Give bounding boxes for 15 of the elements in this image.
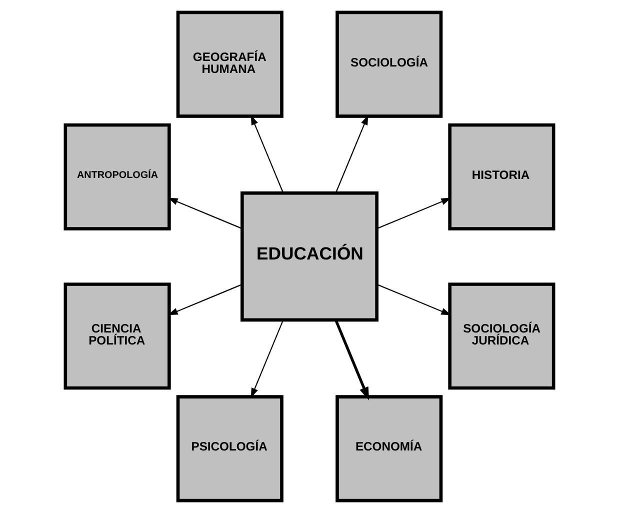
node-box: EDUCACIÓN [240, 191, 378, 322]
node-box: CIENCIA POLÍTICA [63, 282, 170, 390]
arrow [250, 114, 284, 194]
node-box: GEOGRAFÍA HUMANA [176, 10, 283, 118]
arrow [334, 114, 368, 194]
node-box: PSICOLOGÍA [176, 395, 283, 502]
node-box: HISTORIA [448, 123, 555, 230]
arrow [376, 198, 451, 229]
node-box: ANTROPOLOGÍA [63, 123, 170, 230]
arrow [376, 284, 451, 316]
arrow [250, 320, 284, 398]
node-box: SOCIOLOGÍA JURÍDICA [448, 282, 555, 390]
node-box: ECONOMÍA [335, 395, 442, 502]
node-box: SOCIOLOGÍA [335, 10, 442, 118]
arrow [334, 319, 369, 400]
